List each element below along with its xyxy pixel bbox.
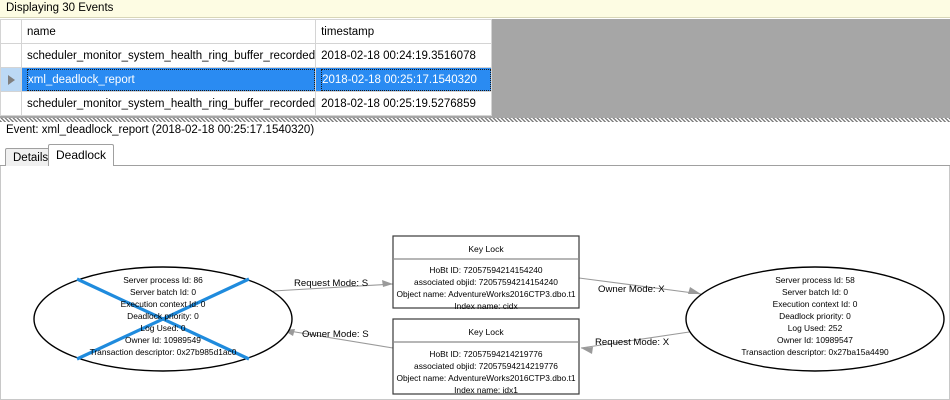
process-node-right[interactable]: Server process Id: 58 Server batch Id: 0…	[685, 266, 945, 372]
process-node-left[interactable]: Server process Id: 86 Server batch Id: 0…	[33, 266, 293, 372]
cell-timestamp-text: 2018-02-18 00:24:19.3516078	[321, 49, 476, 62]
deadlock-graph-canvas[interactable]: Request Mode: S Owner Mode: X Owner Mode…	[0, 166, 950, 400]
detail-tabstrip: Details Deadlock	[0, 143, 950, 166]
cell-name[interactable]: scheduler_monitor_system_health_ring_buf…	[20, 91, 317, 116]
tab-deadlock[interactable]: Deadlock	[48, 144, 115, 166]
events-grid[interactable]: name timestamp scheduler_monitor_system_…	[0, 19, 950, 118]
event-detail-caption: Event: xml_deadlock_report (2018-02-18 0…	[0, 124, 950, 142]
row-selector-active[interactable]	[0, 67, 22, 92]
current-row-arrow-icon	[7, 74, 15, 85]
edge-left-owner-label: Owner Mode: S	[302, 329, 369, 340]
process-right-line-5: Owner Id: 10989547	[777, 335, 853, 345]
process-left-line-2: Execution context Id: 0	[121, 299, 206, 309]
edge-right-request-label: Request Mode: X	[595, 337, 670, 348]
process-right-line-4: Log Used: 252	[788, 323, 843, 333]
deadlock-victim-x-icon	[76, 277, 250, 361]
process-left-line-0: Server process Id: 86	[123, 275, 203, 285]
process-right-line-0: Server process Id: 58	[775, 275, 855, 285]
keylock-bottom-line-2: Object name: AdventureWorks2016CTP3.dbo.…	[396, 373, 575, 383]
table-row-selected[interactable]: xml_deadlock_report 2018-02-18 00:25:17.…	[0, 67, 493, 92]
resource-node-keylock-bottom[interactable]: Key Lock HoBt ID: 72057594214219776 asso…	[392, 318, 580, 395]
cell-name-text: scheduler_monitor_system_health_ring_buf…	[27, 49, 316, 62]
keylock-top-line-0: HoBt ID: 72057594214154240	[429, 265, 542, 275]
edge-right-owner: Owner Mode: X	[578, 277, 702, 295]
process-left-line-5: Owner Id: 10989549	[125, 335, 201, 345]
edge-left-request-label: Request Mode: S	[294, 278, 368, 289]
cell-timestamp[interactable]: 2018-02-18 00:25:17.1540320	[315, 67, 493, 92]
keylock-bottom-line-3: Index name: idx1	[454, 385, 518, 395]
events-grid-header-row: name timestamp	[0, 19, 493, 44]
column-header-selector	[0, 19, 22, 44]
cell-name-text: xml_deadlock_report	[27, 68, 315, 91]
pane-splitter[interactable]	[0, 118, 950, 123]
cell-name[interactable]: xml_deadlock_report	[20, 67, 317, 92]
edge-left-owner: Owner Mode: S	[282, 329, 394, 349]
events-count-bar: Displaying 30 Events	[0, 0, 950, 18]
keylock-bottom-line-1: associated objid: 72057594214219776	[414, 361, 558, 371]
process-left-line-4: Log Used: 0	[140, 323, 186, 333]
resource-node-keylock-top[interactable]: Key Lock HoBt ID: 72057594214154240 asso…	[392, 235, 580, 311]
edge-right-request: Request Mode: X	[580, 330, 697, 354]
process-right-line-2: Execution context Id: 0	[773, 299, 858, 309]
cell-name[interactable]: scheduler_monitor_system_health_ring_buf…	[20, 43, 317, 68]
edge-left-request: Request Mode: S	[272, 278, 394, 292]
keylock-bottom-title: Key Lock	[468, 327, 504, 337]
table-row[interactable]: scheduler_monitor_system_health_ring_buf…	[0, 43, 493, 68]
events-grid-table[interactable]: name timestamp scheduler_monitor_system_…	[0, 19, 493, 116]
row-selector[interactable]	[0, 43, 22, 68]
cell-timestamp-text: 2018-02-18 00:25:17.1540320	[321, 68, 491, 91]
keylock-top-line-3: Index name: cidx	[454, 301, 518, 311]
process-left-line-3: Deadlock priority: 0	[127, 311, 199, 321]
keylock-top-title: Key Lock	[468, 244, 504, 254]
column-header-timestamp[interactable]: timestamp	[315, 19, 493, 44]
keylock-top-line-1: associated objid: 72057594214154240	[414, 277, 558, 287]
cell-name-text: scheduler_monitor_system_health_ring_buf…	[27, 97, 316, 110]
process-right-line-6: Transaction descriptor: 0x27ba15a4490	[741, 347, 889, 357]
keylock-top-line-2: Object name: AdventureWorks2016CTP3.dbo.…	[396, 289, 575, 299]
column-header-name[interactable]: name	[20, 19, 317, 44]
edge-right-owner-label: Owner Mode: X	[598, 284, 665, 295]
cell-timestamp[interactable]: 2018-02-18 00:24:19.3516078	[315, 43, 493, 68]
keylock-bottom-line-0: HoBt ID: 72057594214219776	[429, 349, 542, 359]
process-left-line-6: Transaction descriptor: 0x27b985d1ac0	[90, 347, 237, 357]
table-row[interactable]: scheduler_monitor_system_health_ring_buf…	[0, 91, 493, 116]
process-right-line-1: Server batch Id: 0	[782, 287, 848, 297]
cell-timestamp-text: 2018-02-18 00:25:19.5276859	[321, 97, 476, 110]
row-selector[interactable]	[0, 91, 22, 116]
process-left-line-1: Server batch Id: 0	[130, 287, 196, 297]
process-right-line-3: Deadlock priority: 0	[779, 311, 851, 321]
cell-timestamp[interactable]: 2018-02-18 00:25:19.5276859	[315, 91, 493, 116]
